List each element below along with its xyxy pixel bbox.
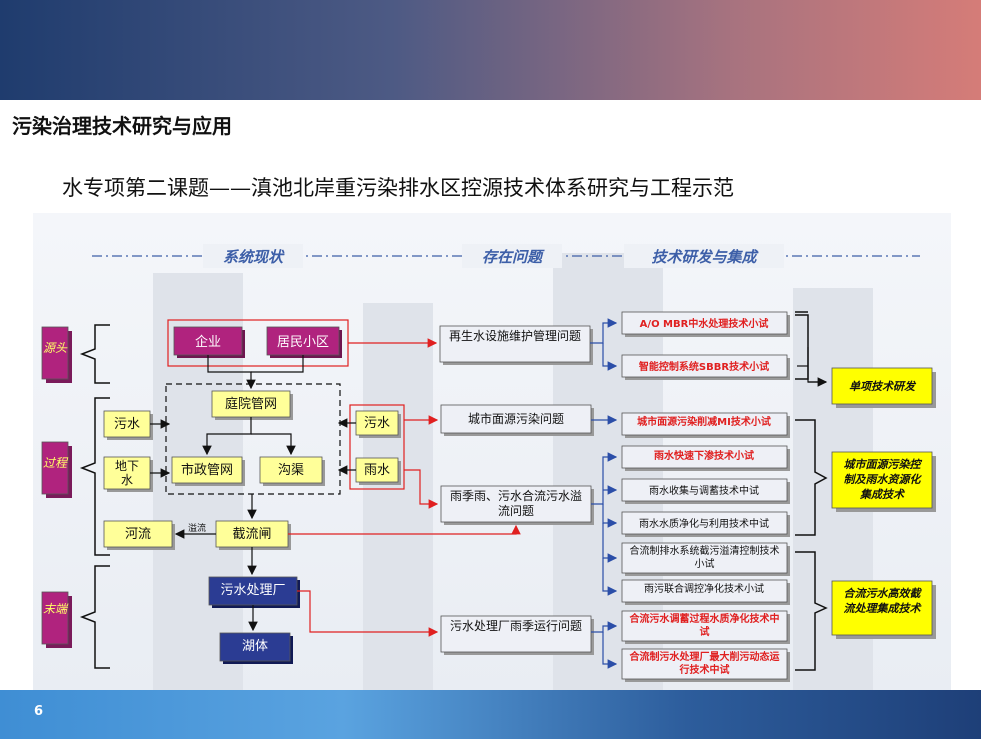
header-banner [0, 0, 981, 100]
test-rain-collection: 雨水收集与调蓄技术中试 [621, 478, 790, 504]
node-residential: 居民小区 [266, 326, 342, 358]
svg-text:企业: 企业 [195, 334, 221, 350]
problem-nonpoint: 城市面源污染问题 [440, 404, 594, 436]
svg-text:智能控制系统SBBR技术小试: 智能控制系统SBBR技术小试 [639, 360, 769, 373]
footer-bar [0, 690, 981, 739]
node-lake: 湖体 [219, 632, 293, 664]
page-number: 6 [34, 704, 44, 719]
brace-end [79, 565, 110, 669]
svg-text:雨水: 雨水 [364, 463, 390, 478]
test-combined-storage: 合流污水调蓄过程水质净化技术中试 [621, 610, 790, 644]
svg-text:河流: 河流 [125, 527, 151, 542]
problem-combined-overflow: 雨季雨、污水合流污水溢流问题 [440, 485, 594, 525]
svg-text:A/O MBR中水处理技术小试: A/O MBR中水处理技术小试 [640, 317, 769, 330]
svg-text:单项技术研发: 单项技术研发 [849, 380, 917, 393]
node-rainwater: 雨水 [355, 457, 401, 485]
test-rain-purification: 雨水水质净化与利用技术中试 [621, 511, 790, 537]
runoff-outline [349, 404, 405, 490]
problem-wwtp-rainy: 污水处理厂雨季运行问题 [440, 615, 594, 655]
node-river: 河流 [103, 520, 175, 550]
section-status: 系统现状 [223, 248, 285, 266]
test-combined-sewer: 合流制排水系统截污溢清控制技术小试 [621, 542, 790, 576]
integration-combined: 合流污水高效截流处理集成技术 [831, 580, 936, 639]
problem-arrows [288, 338, 521, 637]
integration-braces [795, 311, 828, 671]
section-problems: 存在问题 [482, 248, 545, 266]
svg-text:湖体: 湖体 [242, 639, 268, 654]
stage-source: 源头 [41, 326, 72, 383]
svg-text:城市面源污染削减MI技术小试: 城市面源污染削减MI技术小试 [637, 415, 771, 428]
svg-text:雨污联合调控净化技术小试: 雨污联合调控净化技术小试 [644, 582, 764, 595]
svg-text:沟渠: 沟渠 [278, 463, 304, 478]
svg-text:过程: 过程 [43, 456, 69, 470]
integration-single: 单项技术研发 [831, 367, 936, 408]
svg-text:污水: 污水 [364, 416, 390, 431]
node-courtyard-pipes: 庭院管网 [211, 390, 293, 420]
test-sbbr: 智能控制系统SBBR技术小试 [621, 354, 790, 380]
pipe-network-outline [165, 383, 341, 495]
node-sewage-left: 污水 [103, 410, 153, 440]
svg-text:污水: 污水 [114, 417, 140, 432]
node-groundwater: 地下水 [103, 456, 153, 492]
svg-text:雨水收集与调蓄技术中试: 雨水收集与调蓄技术中试 [649, 484, 759, 497]
node-enterprise: 企业 [173, 326, 245, 358]
test-arrows [590, 318, 618, 669]
problem-reclaimed-water: 再生水设施维护管理问题 [439, 325, 593, 365]
node-ditch: 沟渠 [259, 456, 325, 486]
brace-source [79, 324, 110, 384]
slide-subtitle: 水专项第二课题——滇池北岸重污染排水区控源技术体系研究与工程示范 [62, 176, 734, 200]
test-nonpoint-mi: 城市面源污染削减MI技术小试 [621, 412, 790, 438]
test-ao-mbr: A/O MBR中水处理技术小试 [621, 311, 790, 337]
node-municipal-pipes: 市政管网 [171, 456, 245, 486]
skyline-building [363, 303, 433, 691]
svg-text:城市面源污染问题: 城市面源污染问题 [468, 411, 564, 426]
svg-text:源头: 源头 [43, 341, 68, 355]
page-title: 污染治理技术研究与应用 [12, 114, 232, 138]
test-wwtp-dynamic: 合流制污水处理厂最大削污动态运行技术中试 [621, 648, 790, 682]
svg-text:庭院管网: 庭院管网 [225, 396, 277, 412]
svg-text:污水处理厂: 污水处理厂 [220, 583, 285, 598]
svg-text:居民小区: 居民小区 [277, 335, 329, 350]
test-rain-infiltration: 雨水快速下渗技术小试 [621, 445, 790, 471]
status-flow-arrows [150, 355, 356, 632]
brace-process [79, 397, 110, 556]
node-sewage-right: 污水 [355, 410, 401, 438]
node-wwtp: 污水处理厂 [208, 576, 300, 608]
stage-process: 过程 [41, 441, 72, 498]
svg-text:雨水快速下渗技术小试: 雨水快速下渗技术小试 [654, 449, 754, 462]
test-rain-sewage-joint: 雨污联合调控净化技术小试 [621, 579, 790, 605]
svg-text:雨水水质净化与利用技术中试: 雨水水质净化与利用技术中试 [639, 517, 769, 530]
stage-end: 末端 [41, 591, 72, 648]
svg-text:市政管网: 市政管网 [181, 462, 233, 478]
svg-text:截流闸: 截流闸 [232, 527, 271, 542]
overflow-label: 溢流 [188, 522, 206, 534]
integration-nonpoint: 城市面源污染控制及雨水资源化集成技术 [831, 451, 936, 512]
node-interception-gate: 截流闸 [215, 520, 291, 550]
section-tech: 技术研发与集成 [651, 248, 759, 266]
svg-text:末端: 末端 [43, 602, 69, 616]
